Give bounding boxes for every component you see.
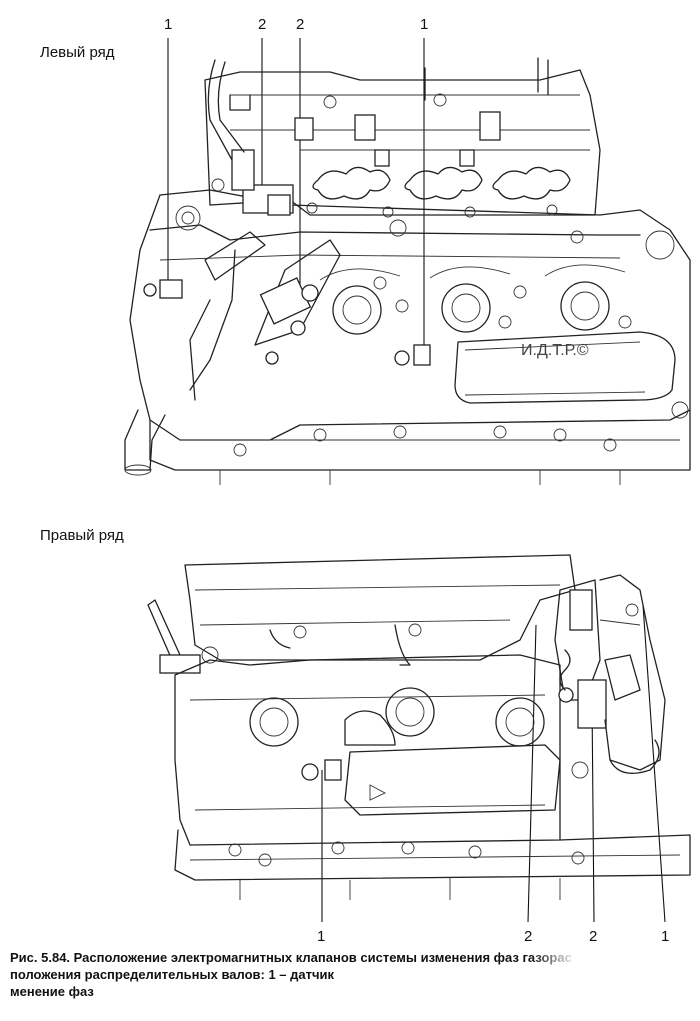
callout-1-sensor-right: 1 bbox=[317, 928, 326, 945]
left-bank-heading: Левый ряд bbox=[40, 44, 115, 61]
caption-fade bbox=[530, 949, 610, 1000]
callout-2-valve-left-a: 2 bbox=[258, 16, 267, 33]
caption-line-3: менение фаз bbox=[10, 984, 94, 999]
caption-line-2: положения распределительных валов: 1 – д… bbox=[10, 967, 335, 982]
caption-line-1: Рис. 5.84. Расположение электромагнитных… bbox=[10, 950, 572, 965]
callout-1-sensor-left-b: 1 bbox=[420, 16, 429, 33]
callout-1-sensor-left: 1 bbox=[164, 16, 173, 33]
callout-1-sensor-right-b: 1 bbox=[661, 928, 670, 945]
right-bank-heading: Правый ряд bbox=[40, 527, 124, 544]
callout-2-valve-left-b: 2 bbox=[296, 16, 305, 33]
cover-emblem: И.Д.Т.Р.© bbox=[521, 342, 589, 359]
figure-caption: Рис. 5.84. Расположение электромагнитных… bbox=[10, 949, 610, 1000]
callout-2-valve-right-b: 2 bbox=[589, 928, 598, 945]
callout-2-valve-right-a: 2 bbox=[524, 928, 533, 945]
